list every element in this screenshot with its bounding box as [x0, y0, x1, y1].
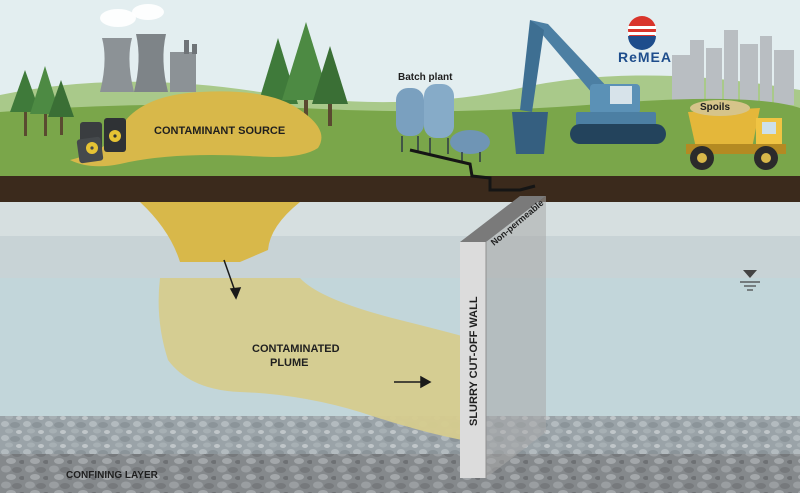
spoils-label: Spoils: [700, 102, 730, 113]
plume-label-line1: CONTAMINATED: [252, 343, 340, 355]
contaminated-plume: [158, 278, 462, 440]
contaminant-source-label: CONTAMINANT SOURCE: [154, 125, 285, 137]
slurry-wall-front: [460, 242, 486, 478]
slurry-wall-side: [486, 196, 546, 478]
dump-truck-icon: [686, 100, 786, 170]
barrel-icon: [76, 118, 126, 164]
batch-plant-silo-icon: [396, 84, 490, 162]
contaminant-source-area: [70, 91, 322, 167]
confining-layer-label: CONFINING LAYER: [66, 470, 159, 481]
plume-label-line2: PLUME: [270, 357, 309, 369]
city-skyline-icon: [672, 30, 794, 105]
slurry-trench-line: [409, 148, 536, 192]
batch-plant-label: Batch plant: [398, 72, 453, 83]
water-table-icon: [740, 270, 760, 291]
contaminant-infiltration: [140, 202, 300, 262]
excavator-icon: [512, 20, 666, 154]
upper-saturated-band: [0, 236, 800, 278]
power-plant-icon: [100, 4, 197, 92]
topsoil-layer: [0, 176, 800, 202]
brand-logo-icon: [628, 16, 656, 50]
flow-arrow-icon: [394, 375, 432, 389]
confining-layer: [0, 454, 800, 493]
radioactive-icon: [86, 130, 121, 154]
flow-arrow-icon: [223, 259, 242, 300]
tree-icon: [10, 66, 74, 136]
slurry-wall-label: SLURRY CUT-OFF WALL: [468, 296, 480, 426]
slurry-wall-top: [460, 196, 546, 242]
brand-name: ReMEA: [618, 49, 672, 65]
unsaturated-zone: [0, 202, 800, 242]
